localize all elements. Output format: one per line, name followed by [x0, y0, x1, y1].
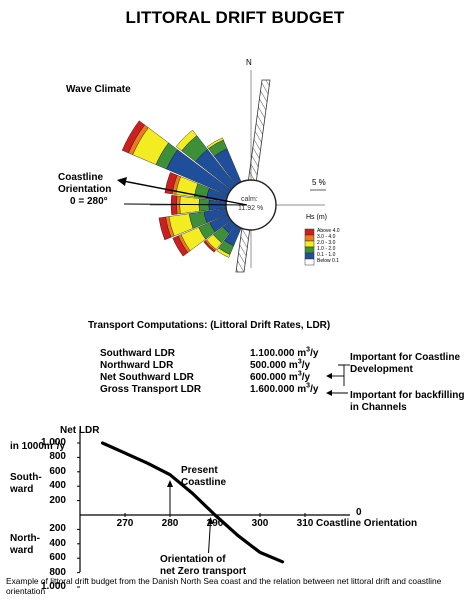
- hs-legend: [304, 228, 315, 266]
- legend-label-5: Below 0.1: [317, 258, 339, 264]
- present-label-1: Present: [181, 465, 218, 476]
- legend-title: Hs (m): [306, 214, 327, 221]
- north-label-2: ward: [10, 545, 34, 556]
- north-label: N: [246, 58, 252, 67]
- ldr-series-line: [100, 441, 285, 564]
- coastline-label: Coastline: [58, 172, 104, 183]
- south-label-2: ward: [10, 484, 34, 495]
- zero-transport-arrow: [208, 520, 211, 554]
- chart-ylabel: Net LDR: [60, 425, 100, 436]
- legend-label-3: 1.0 - 2.0: [317, 246, 336, 252]
- transport-heading: Transport Computations: (Littoral Drift …: [88, 320, 331, 331]
- x-tick-label-3: 300: [251, 518, 269, 529]
- transport-row-value-0: 1.100.000 m3/y: [250, 346, 319, 359]
- transport-row-label-3: Gross Transport LDR: [100, 384, 202, 395]
- chart-xlabel: Coastline Orientation: [316, 518, 418, 529]
- zero-transport-label-1: Orientation of: [160, 554, 226, 565]
- x-tick-label-2: 290: [206, 518, 224, 529]
- y-tick-label-lower-1: 400: [49, 537, 66, 549]
- present-label-2: Coastline: [181, 477, 227, 488]
- y-tick-label-lower-4: 1.000: [40, 581, 66, 592]
- y-tick-label-upper-1: 800: [49, 451, 66, 463]
- orientation-arrowhead: [117, 177, 127, 186]
- calm-value: 11.92 %: [238, 205, 264, 212]
- note-backfill-1: Important for backfilling: [350, 390, 465, 401]
- transport-row-label-2: Net Southward LDR: [100, 372, 194, 383]
- orientation-value: 0 = 280°: [70, 196, 108, 207]
- rose-sectors: [121, 120, 242, 258]
- gross-arrowhead: [326, 390, 332, 396]
- present-coastline-arrowhead: [167, 480, 173, 487]
- scale-label: 5 %: [312, 178, 326, 187]
- y-tick-label-upper-2: 600: [49, 465, 66, 477]
- legend-label-4: 0.1 - 1.0: [317, 252, 336, 258]
- figure-caption: Example of littoral drift budget from th…: [6, 576, 442, 596]
- zero-transport-arrowhead: [207, 517, 214, 524]
- legend-label-0: Above 4.0: [317, 228, 340, 234]
- y-tick-label-upper-4: 200: [49, 494, 66, 506]
- y-tick-label-lower-3: 800: [49, 566, 66, 578]
- zero-transport-label-2: net Zero transport: [160, 566, 247, 577]
- orientation-baseline: [123, 203, 248, 206]
- north-label-1: North-: [10, 533, 40, 544]
- x-tick-label-1: 280: [161, 518, 179, 529]
- transport-row-value-3: 1.600.000 m3/y: [250, 382, 319, 395]
- calm-label: calm:: [241, 196, 258, 203]
- orientation-arrow: [122, 180, 248, 206]
- y-tick-label-upper-0: 1.000: [40, 437, 66, 448]
- transport-row-label-0: Southward LDR: [100, 348, 175, 359]
- y-tick-label-lower-0: 200: [49, 523, 66, 535]
- wave-climate-label: Wave Climate: [66, 84, 131, 95]
- chart-yunit: in 1000m3/y: [10, 439, 66, 452]
- south-label-1: South-: [10, 472, 42, 483]
- legend-swatch-5: [304, 258, 315, 266]
- note-backfill-2: in Channels: [350, 402, 407, 413]
- legend-label-1: 3.0 - 4.0: [317, 234, 336, 240]
- legend-label-2: 2.0 - 3.0: [317, 240, 336, 246]
- note-coastline-2: Development: [350, 364, 413, 375]
- net-arrowhead: [326, 373, 332, 379]
- x-tick-label-0: 270: [116, 518, 134, 529]
- note-coastline-1: Important for Coastline: [350, 352, 461, 363]
- y-tick-label-lower-2: 600: [49, 552, 66, 564]
- orientation-label: Orientation: [58, 184, 112, 195]
- transport-row-label-1: Northward LDR: [100, 360, 174, 371]
- y-tick-label-upper-3: 400: [49, 480, 66, 492]
- zero-label: 0: [356, 507, 362, 518]
- transport-row-value-1: 500.000 m3/y: [250, 358, 311, 371]
- transport-row-value-2: 600.000 m3/y: [250, 370, 311, 383]
- page-title: LITTORAL DRIFT BUDGET: [125, 8, 345, 27]
- x-tick-label-4: 310: [296, 518, 314, 529]
